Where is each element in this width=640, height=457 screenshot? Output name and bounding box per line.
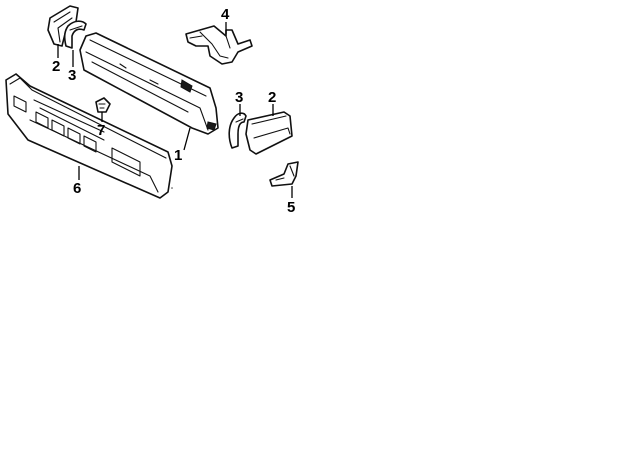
callout-6: 6: [73, 180, 81, 197]
callout-2-left: 2: [52, 58, 60, 75]
callout-5: 5: [287, 199, 295, 216]
callout-7: 7: [97, 122, 105, 139]
callout-2-right: 2: [268, 89, 276, 106]
side-bracket[interactable]: [269, 161, 299, 187]
pad-right[interactable]: [228, 112, 247, 149]
speck: [171, 187, 173, 189]
bumper-cover[interactable]: [5, 73, 173, 199]
end-cap-right[interactable]: [245, 111, 293, 155]
callout-3-right: 3: [235, 89, 243, 106]
callout-3-left: 3: [68, 67, 76, 84]
callout-1: 1: [174, 147, 182, 164]
clip[interactable]: [95, 97, 111, 113]
reinforcement-beam[interactable]: [79, 32, 219, 135]
pad-left[interactable]: [63, 20, 87, 49]
callout-4: 4: [221, 6, 230, 23]
leader-lines: [57, 22, 293, 198]
upper-bracket[interactable]: [185, 25, 253, 65]
